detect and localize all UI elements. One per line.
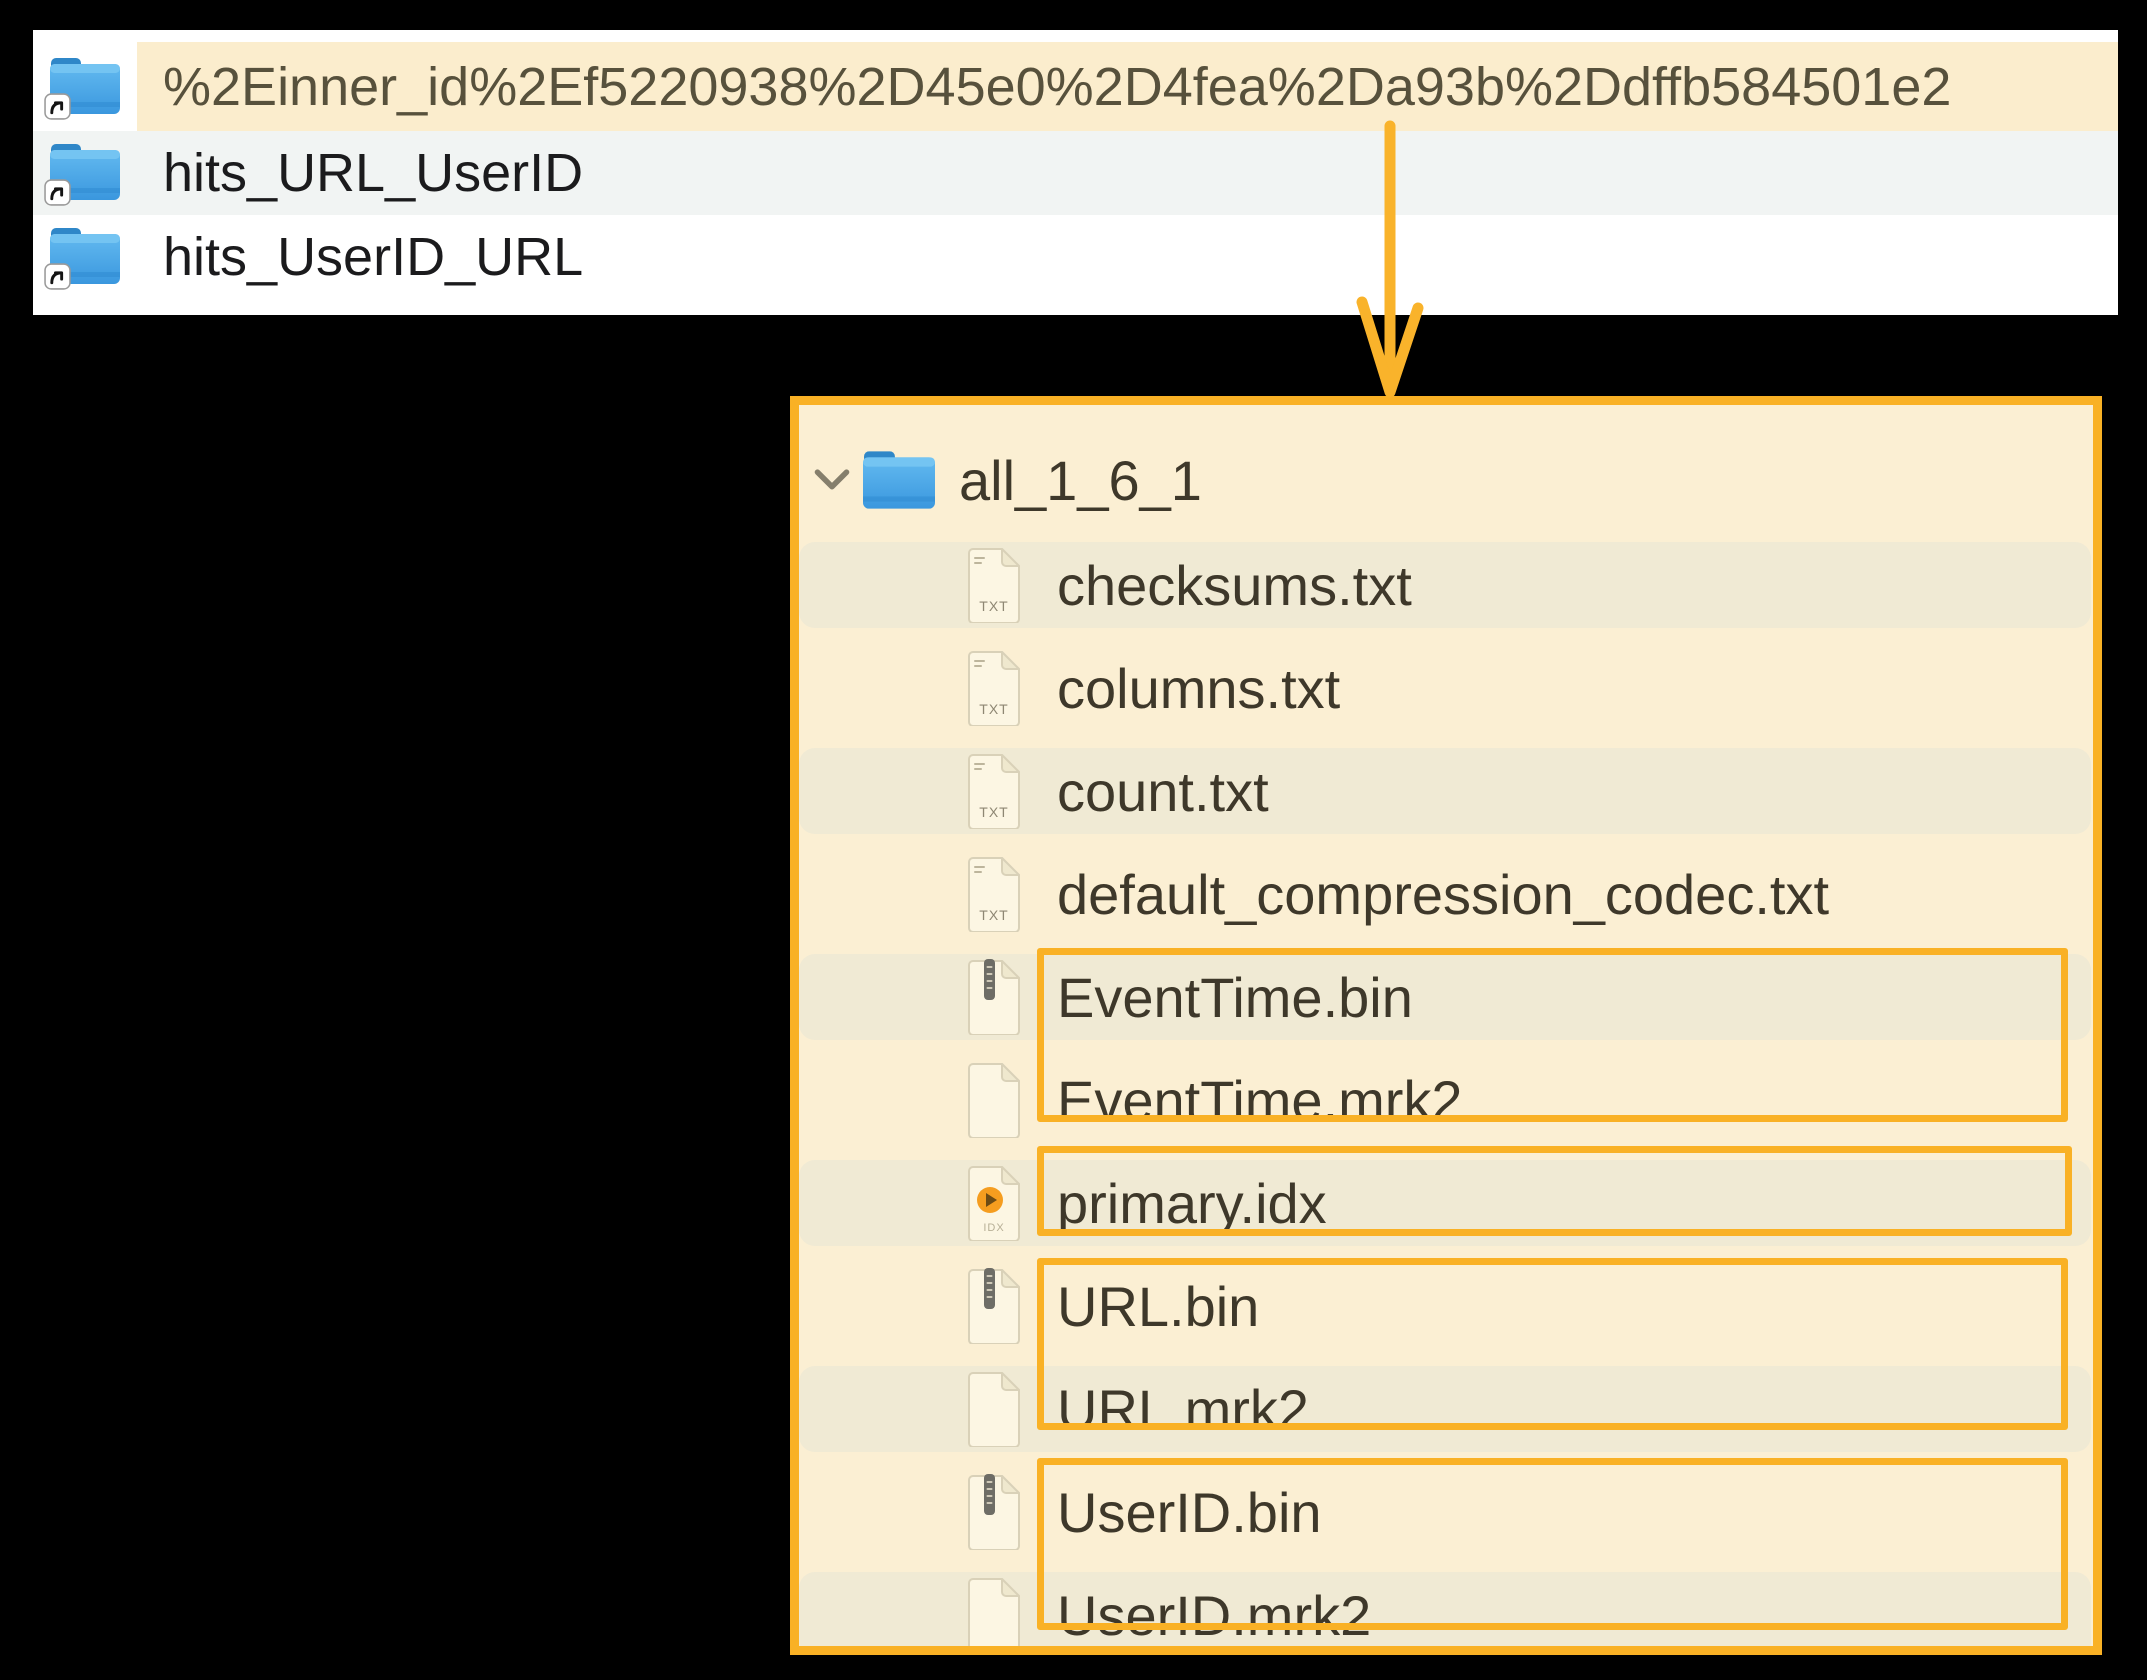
file-name: UserID.mrk2 [1057, 1583, 1372, 1647]
tree-folder-row-all-1-6-1[interactable]: all_1_6_1 [799, 430, 2093, 530]
file-name: default_compression_codec.txt [1057, 862, 1829, 926]
file-name: columns.txt [1057, 656, 1341, 720]
alias-arrow-icon [44, 179, 71, 206]
finder-list-panel: %2Einner_id%2Ef5220938%2D45e0%2D4fea%2Da… [33, 30, 2118, 315]
down-arrow-annotation [1356, 120, 1424, 398]
alias-arrow-icon [44, 93, 71, 120]
icon-cell [33, 42, 137, 131]
tree-file-row-UserID.bin[interactable]: UserID.bin [799, 1469, 2091, 1555]
list-row-hits-userid-url[interactable]: hits_UserID_URL [33, 215, 2118, 299]
file-name: count.txt [1057, 759, 1269, 823]
file-icon [963, 752, 1027, 830]
tree-file-row-columns.txt[interactable]: columns.txt [799, 645, 2091, 731]
folder-name: all_1_6_1 [959, 448, 1202, 512]
icon-cell [33, 131, 137, 215]
file-name: EventTime.bin [1057, 965, 1413, 1029]
folder-alias-icon [50, 228, 120, 286]
file-name: checksums.txt [1057, 553, 1412, 617]
highlight-box-primary-idx [1037, 1146, 2072, 1236]
file-icon [963, 546, 1027, 624]
selected-row-highlight: %2Einner_id%2Ef5220938%2D45e0%2D4fea%2Da… [137, 42, 2118, 131]
tree-file-row-URL.bin[interactable]: URL.bin [799, 1263, 2091, 1349]
highlight-box-eventtime [1037, 948, 2068, 1122]
file-icon [963, 958, 1027, 1036]
file-icon [963, 1370, 1027, 1448]
folder-icon [863, 451, 935, 509]
tree-file-row-URL.mrk2[interactable]: URL.mrk2 [799, 1366, 2091, 1452]
file-icon [963, 1576, 1027, 1646]
tree-file-row-count.txt[interactable]: count.txt [799, 748, 2091, 834]
folder-name: hits_URL_UserID [163, 143, 584, 203]
tree-file-row-EventTime.bin[interactable]: EventTime.bin [799, 954, 2091, 1040]
file-icon [963, 649, 1027, 727]
list-row-hits-url-userid[interactable]: hits_URL_UserID [33, 131, 2118, 215]
folder-name: %2Einner_id%2Ef5220938%2D45e0%2D4fea%2Da… [163, 56, 1952, 117]
tree-file-row-default_compression_codec.txt[interactable]: default_compression_codec.txt [799, 851, 2091, 937]
file-name: URL.mrk2 [1057, 1377, 1310, 1441]
file-name: URL.bin [1057, 1274, 1260, 1338]
file-icon [963, 1164, 1027, 1242]
highlight-box-url [1037, 1258, 2068, 1430]
highlight-box-userid [1037, 1458, 2068, 1630]
list-row-inner-id[interactable]: %2Einner_id%2Ef5220938%2D45e0%2D4fea%2Da… [33, 42, 2118, 131]
file-icon [963, 1473, 1027, 1551]
file-icon [963, 1267, 1027, 1345]
folder-alias-icon [50, 58, 120, 116]
file-name: primary.idx [1057, 1171, 1327, 1235]
part-directory-panel: all_1_6_1 checksums.txt columns.txt coun… [790, 396, 2102, 1655]
tree-file-rows: all_1_6_1 checksums.txt columns.txt coun… [799, 405, 2093, 1646]
icon-cell [33, 215, 137, 299]
folder-name: hits_UserID_URL [163, 227, 584, 287]
tree-file-row-checksums.txt[interactable]: checksums.txt [799, 542, 2091, 628]
alias-arrow-icon [44, 263, 71, 290]
folder-alias-icon [50, 144, 120, 202]
file-name: UserID.bin [1057, 1480, 1322, 1544]
tree-file-row-UserID.mrk2[interactable]: UserID.mrk2 [799, 1572, 2091, 1646]
chevron-down-icon[interactable] [813, 467, 851, 493]
file-icon [963, 1061, 1027, 1139]
file-icon [963, 855, 1027, 933]
